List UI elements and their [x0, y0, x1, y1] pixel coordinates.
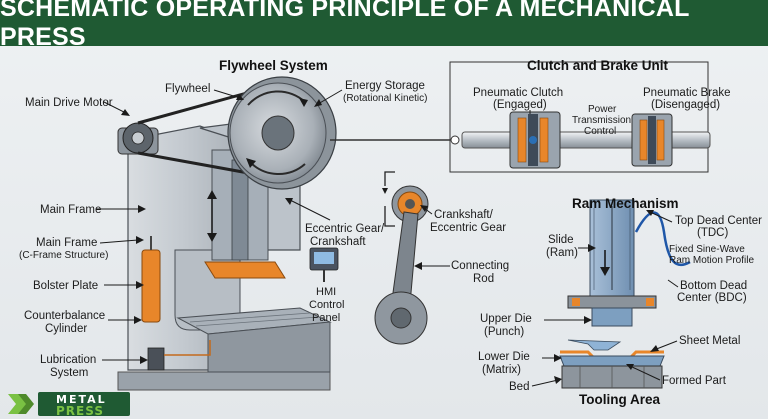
label-pneumatic-brake: Pneumatic Brake	[643, 87, 731, 99]
label-energy-storage-sub: (Rotational Kinetic)	[343, 93, 427, 104]
label-sine-profile: Fixed Sine-Wave	[669, 244, 745, 255]
section-tooling-area: Tooling Area	[579, 392, 660, 407]
lower-die	[559, 355, 665, 367]
label-counterbalance: Counterbalance	[24, 310, 105, 322]
logo-text-metal: METAL	[56, 393, 107, 406]
label-energy-storage: Energy Storage	[345, 80, 425, 92]
label-main-frame-c-sub: (C-Frame Structure)	[19, 250, 108, 261]
label-bdc-2: Center (BDC)	[677, 292, 747, 304]
label-power-transmission-3: Control	[584, 126, 616, 137]
connecting-rod	[391, 211, 419, 305]
label-hmi-2: Control	[309, 299, 344, 311]
label-connecting-rod: Connecting	[451, 260, 509, 272]
label-lower-die-2: (Matrix)	[482, 364, 521, 376]
label-main-drive-motor: Main Drive Motor	[25, 97, 113, 109]
clutch-box	[449, 61, 709, 173]
label-upper-die-2: (Punch)	[484, 326, 524, 338]
label-upper-die: Upper Die	[480, 313, 532, 325]
clutch-brake-unit	[449, 61, 711, 173]
hmi-screen	[314, 252, 334, 264]
label-power-transmission-2: Transmission	[572, 115, 631, 126]
upper-die-plate	[204, 261, 286, 279]
label-eccentric-gear-2: Crankshaft	[310, 236, 366, 248]
label-eccentric-gear: Eccentric Gear/	[305, 223, 385, 235]
label-lubrication: Lubrication	[40, 354, 96, 366]
title-banner: SCHEMATIC OPERATING PRINCIPLE OF A MECHA…	[0, 0, 768, 51]
press-schematic: Flywheel System Clutch and Brake Unit Ra…	[8, 58, 762, 418]
lubrication-unit	[147, 347, 165, 371]
label-slide-2: (Ram)	[546, 247, 578, 259]
label-main-frame-c: Main Frame	[36, 237, 97, 249]
label-tdc: Top Dead Center	[675, 215, 762, 227]
page-title: SCHEMATIC OPERATING PRINCIPLE OF A MECHA…	[0, 0, 690, 51]
flywheel	[227, 76, 337, 190]
section-clutch-brake: Clutch and Brake Unit	[527, 58, 669, 73]
tooling-area	[559, 339, 665, 389]
label-pneumatic-clutch: Pneumatic Clutch	[473, 87, 563, 99]
label-bed: Bed	[509, 381, 529, 393]
label-lubrication-2: System	[50, 367, 88, 379]
logo-text-press: PRESS	[56, 404, 104, 418]
section-ram-mechanism: Ram Mechanism	[572, 196, 679, 211]
label-power-transmission: Power	[588, 104, 617, 115]
label-connecting-rod-2: Rod	[473, 273, 494, 285]
label-bolster-plate: Bolster Plate	[33, 280, 98, 292]
label-bdc: Bottom Dead	[680, 280, 747, 292]
section-flywheel-system: Flywheel System	[219, 58, 328, 73]
crank-mechanism	[374, 171, 429, 345]
label-counterbalance-2: Cylinder	[45, 323, 87, 335]
metal-press-logo: METAL PRESS	[8, 392, 130, 418]
ram-mechanism	[567, 199, 691, 327]
label-sheet-metal: Sheet Metal	[679, 335, 740, 347]
sine-profile	[634, 211, 691, 267]
label-pneumatic-brake-2: (Disengaged)	[651, 99, 720, 111]
label-lower-die: Lower Die	[478, 351, 530, 363]
label-hmi: HMI	[316, 286, 336, 298]
label-flywheel: Flywheel	[165, 83, 210, 95]
label-slide: Slide	[548, 234, 574, 246]
press-base	[117, 371, 331, 391]
counterbalance-cylinder	[141, 249, 161, 323]
label-crankshaft-eccentric-2: Eccentric Gear	[430, 222, 506, 234]
label-crankshaft-eccentric: Crankshaft/	[434, 209, 494, 221]
label-hmi-3: Panel	[312, 312, 340, 324]
label-main-frame: Main Frame	[40, 204, 101, 216]
label-formed-part: Formed Part	[662, 375, 727, 387]
label-pneumatic-clutch-2: (Engaged)	[493, 99, 547, 111]
label-sine-profile-2: Ram Motion Profile	[669, 255, 754, 266]
upper-die	[591, 307, 633, 327]
drive-motor	[117, 86, 266, 178]
label-tdc-2: (TDC)	[697, 227, 728, 239]
